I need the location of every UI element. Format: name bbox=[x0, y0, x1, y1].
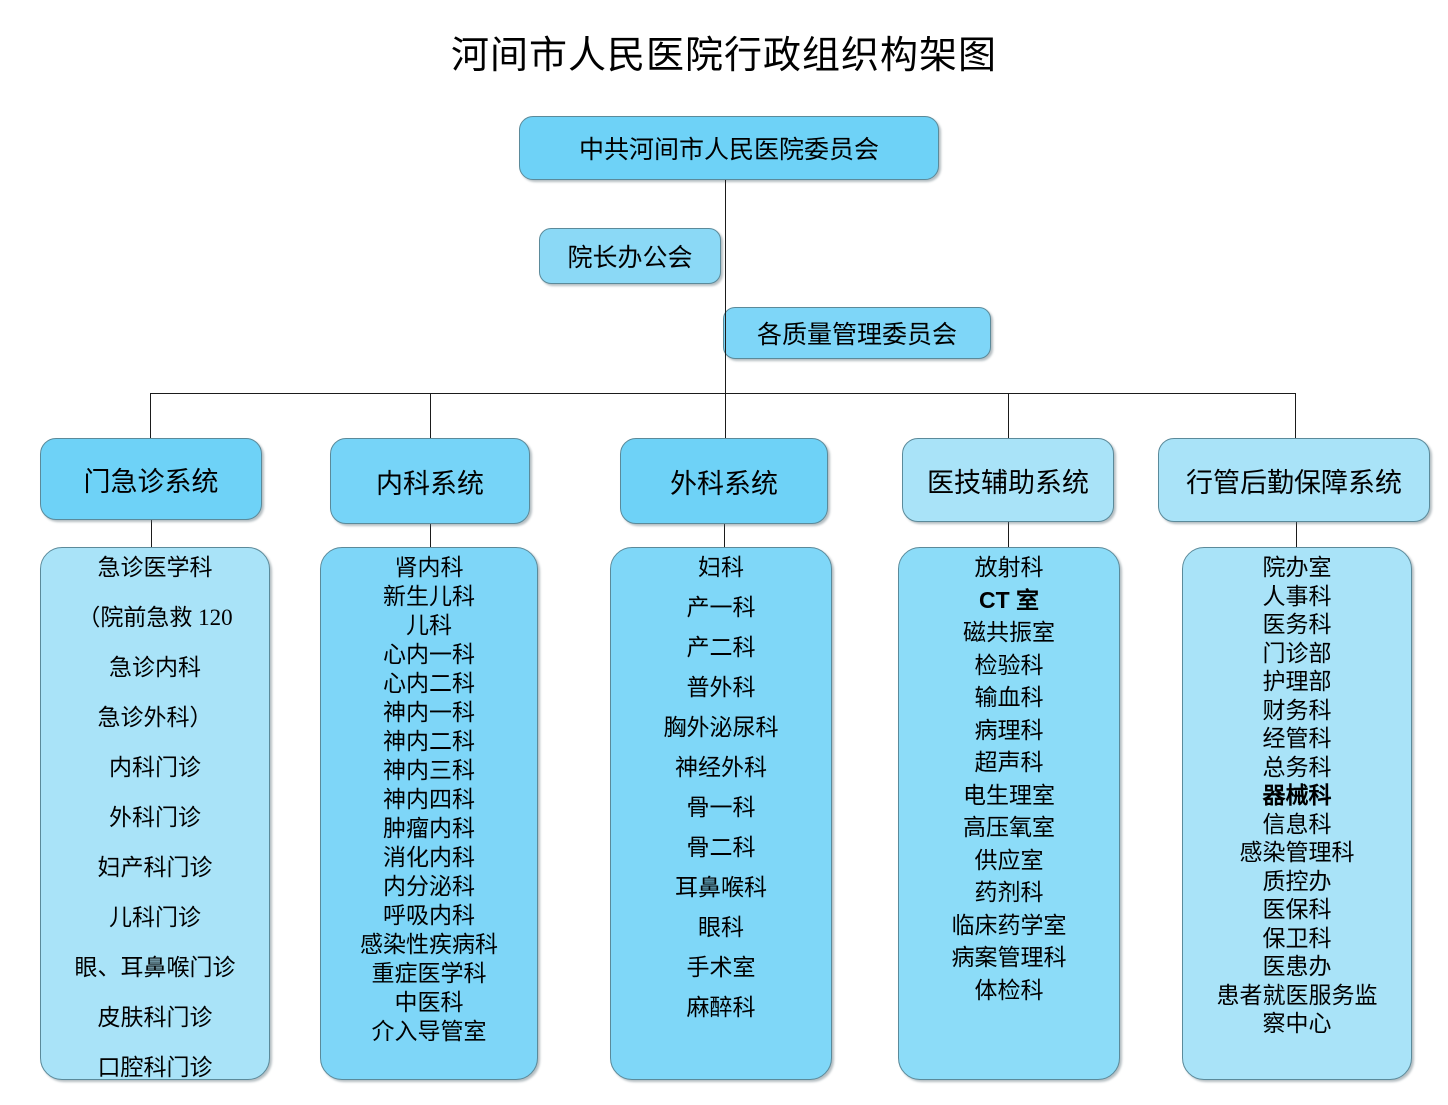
list-item: 麻醉科 bbox=[686, 995, 756, 1020]
list-item: 神内四科 bbox=[383, 787, 475, 812]
list-item: 医务科 bbox=[1262, 612, 1332, 637]
system-header-administration-logistics[interactable]: 行管后勤保障系统 bbox=[1158, 438, 1430, 522]
list-item: 神内二科 bbox=[383, 729, 475, 754]
system-header-internal-medicine[interactable]: 内科系统 bbox=[330, 438, 530, 524]
system-list-internal-medicine[interactable]: 肾内科新生儿科儿科心内一科心内二科神内一科神内二科神内三科神内四科肿瘤内科消化内… bbox=[320, 547, 538, 1080]
list-item: 儿科门诊 bbox=[109, 905, 201, 930]
list-item: 感染管理科 bbox=[1239, 840, 1355, 865]
list-item: 质控办 bbox=[1262, 868, 1332, 894]
list-item: 体检科 bbox=[974, 977, 1044, 1003]
list-item: 产二科 bbox=[686, 635, 756, 660]
list-item: 手术室 bbox=[686, 955, 756, 980]
list-item: 病案管理科 bbox=[951, 945, 1067, 970]
list-item: 妇科 bbox=[698, 555, 744, 580]
list-item: 患者就医服务监 bbox=[1216, 982, 1378, 1008]
list-item: 外科门诊 bbox=[109, 805, 201, 830]
list-item: （院前急救 120 bbox=[77, 605, 233, 630]
list-item: 肿瘤内科 bbox=[383, 816, 475, 841]
list-item: 感染性疾病科 bbox=[360, 932, 498, 957]
list-item: 内科门诊 bbox=[109, 755, 201, 780]
list-item: 内分泌科 bbox=[383, 874, 475, 899]
list-item: 高压氧室 bbox=[963, 815, 1055, 840]
list-item: 皮肤科门诊 bbox=[97, 1005, 213, 1030]
list-item: CT 室 bbox=[978, 586, 1040, 613]
system-list-surgery[interactable]: 妇科产一科产二科普外科胸外泌尿科神经外科骨一科骨二科耳鼻喉科眼科手术室麻醉科 bbox=[610, 547, 832, 1080]
list-item: 医保科 bbox=[1262, 897, 1332, 922]
connector-drop-system-3 bbox=[1008, 393, 1009, 438]
list-item: 医患办 bbox=[1262, 954, 1332, 979]
connector-drop-system-0 bbox=[150, 393, 151, 438]
list-item: 临床药学室 bbox=[951, 912, 1067, 938]
list-item: 财务科 bbox=[1262, 697, 1332, 723]
list-item: 消化内科 bbox=[383, 845, 475, 870]
system-list-outpatient-emergency[interactable]: 急诊医学科 （院前急救 120 急诊内科急诊外科） 内科门诊外科门诊妇产科门诊儿科门诊… bbox=[40, 547, 270, 1080]
list-item: 神内三科 bbox=[383, 758, 475, 783]
list-item: 信息科 bbox=[1262, 811, 1332, 837]
list-item: 胸外泌尿科 bbox=[663, 715, 779, 740]
list-item: 门诊部 bbox=[1262, 640, 1332, 666]
list-item: 儿科 bbox=[406, 613, 452, 638]
list-item: 急诊外科） bbox=[97, 705, 213, 730]
list-item: 超声科 bbox=[974, 750, 1044, 775]
list-item: 供应室 bbox=[974, 847, 1044, 873]
list-item: 病理科 bbox=[974, 717, 1044, 743]
connector-header-to-list-3 bbox=[1008, 522, 1009, 548]
list-item: 电生理室 bbox=[963, 782, 1055, 808]
list-item: 心内一科 bbox=[383, 642, 475, 667]
page-title: 河间市人民医院行政组织构架图 bbox=[450, 35, 997, 77]
list-item: 院办室 bbox=[1262, 555, 1332, 580]
list-item: 磁共振室 bbox=[963, 620, 1055, 645]
list-item: 输血科 bbox=[974, 685, 1044, 710]
connector-header-to-list-0 bbox=[151, 520, 152, 548]
list-item: 眼科 bbox=[698, 915, 744, 940]
list-item: 经管科 bbox=[1262, 726, 1332, 751]
list-item: 呼吸内科 bbox=[383, 903, 475, 928]
list-item: 普外科 bbox=[686, 675, 756, 700]
list-item: 药剂科 bbox=[974, 880, 1044, 905]
list-item: 骨二科 bbox=[686, 835, 756, 860]
node-director-office-meeting[interactable]: 院长办公会 bbox=[539, 228, 721, 284]
list-item: 放射科 bbox=[974, 555, 1044, 580]
list-item: 介入导管室 bbox=[371, 1019, 487, 1044]
list-item: 急诊内科 bbox=[109, 655, 201, 680]
list-item: 耳鼻喉科 bbox=[675, 875, 767, 900]
list-item: 肾内科 bbox=[394, 555, 464, 580]
system-header-surgery[interactable]: 外科系统 bbox=[620, 438, 828, 524]
connector-drop-system-1 bbox=[430, 393, 431, 438]
list-item: 总务科 bbox=[1262, 754, 1332, 780]
list-item: 保卫科 bbox=[1262, 925, 1332, 951]
list-item: 中医科 bbox=[394, 990, 464, 1015]
list-item: 人事科 bbox=[1262, 583, 1332, 609]
system-header-medical-technology-support[interactable]: 医技辅助系统 bbox=[902, 438, 1114, 522]
list-item: 骨一科 bbox=[686, 795, 756, 820]
node-party-committee[interactable]: 中共河间市人民医院委员会 bbox=[519, 116, 939, 180]
list-item: 心内二科 bbox=[383, 671, 475, 696]
list-item: 产一科 bbox=[686, 595, 756, 620]
list-item: 护理部 bbox=[1262, 669, 1332, 694]
list-item: 器械科 bbox=[1262, 782, 1332, 808]
list-item: 神内一科 bbox=[383, 700, 475, 725]
connector-drop-system-4 bbox=[1295, 393, 1296, 438]
node-quality-committees[interactable]: 各质量管理委员会 bbox=[723, 307, 991, 359]
list-item: 眼、耳鼻喉门诊 bbox=[74, 955, 236, 980]
list-item: 口腔科门诊 bbox=[97, 1055, 213, 1080]
connector-drop-system-2 bbox=[725, 393, 726, 438]
connector-header-to-list-4 bbox=[1296, 522, 1297, 548]
list-item: 检验科 bbox=[974, 652, 1044, 678]
list-item: 急诊医学科 bbox=[97, 555, 213, 580]
list-item: 新生儿科 bbox=[383, 584, 475, 609]
connector-bus-horizontal bbox=[150, 393, 1295, 394]
list-item: 察中心 bbox=[1262, 1011, 1332, 1036]
list-item: 重症医学科 bbox=[371, 961, 487, 986]
system-list-medical-technology-support[interactable]: 放射科 CT 室磁共振室检验科输血科病理科超声科电生理室高压氧室供应室药剂科临床药… bbox=[898, 547, 1120, 1080]
connector-spine-vertical bbox=[725, 180, 726, 393]
list-item: 神经外科 bbox=[675, 755, 767, 780]
system-header-outpatient-emergency[interactable]: 门急诊系统 bbox=[40, 438, 262, 520]
connector-header-to-list-2 bbox=[724, 524, 725, 548]
connector-header-to-list-1 bbox=[430, 524, 431, 548]
list-item: 妇产科门诊 bbox=[97, 855, 213, 880]
system-list-administration-logistics[interactable]: 院办室人事科医务科门诊部护理部财务科经管科总务科器械科信息科感染管理科质控办医保… bbox=[1182, 547, 1412, 1080]
